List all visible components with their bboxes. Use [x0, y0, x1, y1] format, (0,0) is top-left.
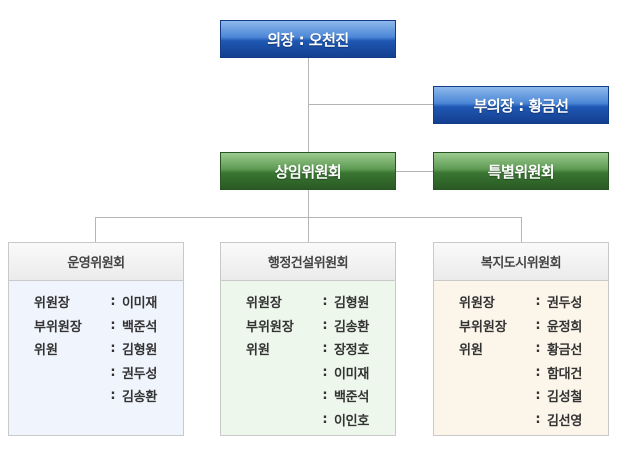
member-row: 부위원장 : 김송환: [246, 314, 395, 338]
member-role: 부위원장: [459, 319, 507, 335]
member-row: : 김성철: [459, 384, 608, 408]
member-role: 위원장: [459, 296, 495, 312]
chair-box: 의장 : 오천진: [220, 20, 396, 58]
member-row: : 김선영: [459, 408, 608, 432]
member-name: 이미재: [122, 296, 157, 312]
special-committee-label: 특별위원회: [487, 162, 555, 181]
vice-chair-label: 부의장 : 황금선: [473, 96, 569, 115]
connector-chair-down: [308, 58, 309, 153]
member-separator: :: [322, 364, 328, 380]
member-name: 함대건: [547, 366, 582, 382]
committee-title: 행정건설위원회: [221, 243, 395, 281]
member-row: 위원 : 황금선: [459, 337, 608, 361]
member-role: 위원장: [246, 296, 282, 312]
standing-committee-box: 상임위원회: [220, 152, 396, 190]
member-name: 백준석: [122, 319, 157, 335]
connector-horizontal: [95, 217, 522, 218]
member-separator: :: [535, 294, 541, 310]
member-role: 위원: [34, 343, 58, 359]
member-row: 위원장 : 김형원: [246, 290, 395, 314]
member-role: 위원: [246, 343, 270, 359]
connector-vice-chair: [308, 104, 434, 105]
member-separator: :: [322, 411, 328, 427]
member-separator: :: [322, 388, 328, 404]
member-separator: :: [110, 388, 116, 404]
member-role: 위원: [459, 343, 483, 359]
connector-left-down: [95, 217, 96, 242]
member-name: 김송환: [334, 319, 369, 335]
member-separator: :: [535, 341, 541, 357]
member-row: 위원 : 김형원: [34, 337, 183, 361]
committee-title: 운영위원회: [9, 243, 183, 281]
member-name: 이미재: [334, 366, 369, 382]
member-name: 김형원: [122, 343, 157, 359]
member-separator: :: [535, 411, 541, 427]
member-separator: :: [110, 341, 116, 357]
member-row: 위원 : 장정호: [246, 337, 395, 361]
member-separator: :: [110, 317, 116, 333]
vice-chair-box: 부의장 : 황금선: [433, 86, 609, 124]
member-row: 부위원장 : 백준석: [34, 314, 183, 338]
member-name: 백준석: [334, 390, 369, 406]
committee-panel-admin-construction: 행정건설위원회 위원장 : 김형원 부위원장 : 김송환 위원 : 장정호 : …: [220, 242, 396, 436]
member-name: 김선영: [547, 413, 582, 429]
member-name: 윤정희: [547, 319, 582, 335]
committee-title: 복지도시위원회: [434, 243, 608, 281]
member-role: 위원장: [34, 296, 70, 312]
member-name: 황금선: [547, 343, 582, 359]
standing-committee-label: 상임위원회: [274, 162, 342, 181]
member-row: 부위원장 : 윤정희: [459, 314, 608, 338]
member-name: 김송환: [122, 390, 157, 406]
member-row: 위원장 : 권두성: [459, 290, 608, 314]
member-name: 장정호: [334, 343, 369, 359]
member-name: 권두성: [122, 366, 157, 382]
member-row: : 함대건: [459, 361, 608, 385]
member-separator: :: [322, 317, 328, 333]
member-role: 부위원장: [34, 319, 82, 335]
member-name: 김성철: [547, 390, 582, 406]
member-row: : 백준석: [246, 384, 395, 408]
member-list: 위원장 : 권두성 부위원장 : 윤정희 위원 : 황금선 : 함대건 : 김성…: [434, 281, 608, 431]
member-separator: :: [110, 364, 116, 380]
committee-panel-welfare-urban: 복지도시위원회 위원장 : 권두성 부위원장 : 윤정희 위원 : 황금선 : …: [433, 242, 609, 436]
member-role: 부위원장: [246, 319, 294, 335]
member-separator: :: [322, 341, 328, 357]
member-name: 김형원: [334, 296, 369, 312]
member-row: 위원장 : 이미재: [34, 290, 183, 314]
committee-panel-operations: 운영위원회 위원장 : 이미재 부위원장 : 백준석 위원 : 김형원 : 권두…: [8, 242, 184, 436]
connector-right-down: [521, 217, 522, 242]
member-row: : 김송환: [34, 384, 183, 408]
connector-special: [396, 171, 434, 172]
member-name: 권두성: [547, 296, 582, 312]
member-separator: :: [535, 317, 541, 333]
member-separator: :: [322, 294, 328, 310]
member-row: : 권두성: [34, 361, 183, 385]
member-separator: :: [110, 294, 116, 310]
member-row: : 이미재: [246, 361, 395, 385]
member-separator: :: [535, 388, 541, 404]
chair-label: 의장 : 오천진: [267, 30, 349, 49]
connector-standing-down: [308, 190, 309, 242]
member-list: 위원장 : 이미재 부위원장 : 백준석 위원 : 김형원 : 권두성 : 김송…: [9, 281, 183, 408]
member-name: 이인호: [334, 413, 369, 429]
member-list: 위원장 : 김형원 부위원장 : 김송환 위원 : 장정호 : 이미재 : 백준…: [221, 281, 395, 431]
member-separator: :: [535, 364, 541, 380]
member-row: : 이인호: [246, 408, 395, 432]
special-committee-box: 특별위원회: [433, 152, 609, 190]
